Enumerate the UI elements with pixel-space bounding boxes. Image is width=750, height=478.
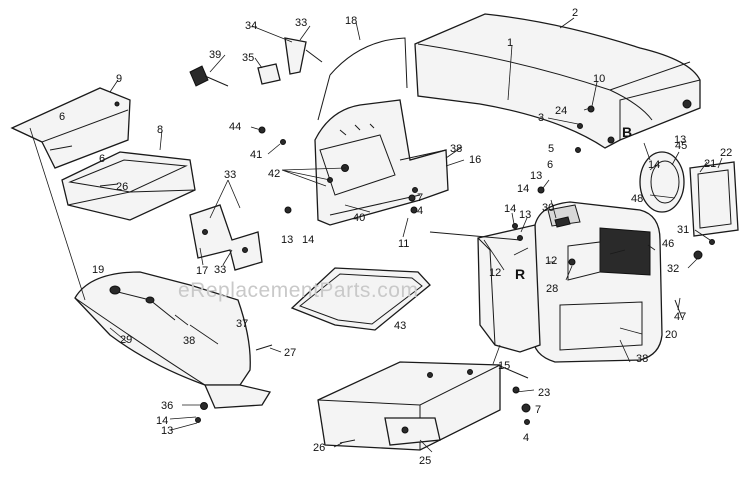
fender-part [74, 271, 272, 409]
callout-36: 36 [161, 400, 173, 412]
callout-13b: 13 [530, 170, 542, 182]
callout-14e: 14 [156, 415, 168, 427]
callout-11: 11 [398, 238, 409, 250]
callout-4b: 4 [523, 432, 529, 444]
top-cover-panel-part [10, 87, 131, 169]
callout-47: 47 [674, 311, 686, 323]
callout-8: 8 [157, 124, 163, 136]
callout-42: 42 [268, 168, 280, 180]
callout-13e: 13 [161, 425, 173, 437]
reference-mark-b: B [622, 124, 632, 140]
leader-lines [29, 17, 723, 453]
grille-housing-part [532, 201, 663, 363]
callout-27: 27 [284, 347, 296, 359]
callout-26b: 26 [313, 442, 325, 454]
callout-21: 21 [704, 158, 716, 170]
callout-14a: 14 [302, 234, 314, 246]
callout-43: 43 [394, 320, 406, 332]
callout-23: 23 [538, 387, 550, 399]
callout-45: 45 [675, 140, 687, 152]
callout-6a: 6 [59, 111, 65, 123]
callout-34: 34 [245, 20, 257, 32]
callout-labels: 1 2 3 4 4 5 6 6 6 7 7 8 9 10 11 12 12 13… [59, 7, 732, 467]
callout-13c: 13 [519, 209, 531, 221]
callout-38c: 38 [636, 353, 648, 365]
frame-part [317, 361, 501, 451]
callout-39: 39 [209, 49, 221, 61]
callout-10: 10 [593, 73, 605, 85]
callout-22: 22 [720, 147, 732, 159]
callout-33c: 33 [214, 264, 226, 276]
callout-33b: 33 [224, 169, 236, 181]
callout-6b: 6 [99, 153, 105, 165]
callout-1: 1 [507, 37, 513, 49]
callout-18: 18 [345, 15, 357, 27]
callout-13a: 13 [281, 234, 293, 246]
trim-strip-part [317, 37, 408, 121]
callout-15: 15 [498, 360, 510, 372]
callout-12b: 12 [545, 255, 557, 267]
dash-panel-part [314, 99, 449, 226]
callout-38b: 38 [450, 143, 462, 155]
callout-16: 16 [469, 154, 481, 166]
callout-30: 30 [542, 202, 554, 214]
reference-mark-r: R [515, 266, 525, 282]
callout-2: 2 [572, 7, 578, 19]
callout-9: 9 [116, 73, 122, 85]
callout-20: 20 [665, 329, 677, 341]
headlight-part [639, 151, 739, 260]
callout-17: 17 [196, 265, 208, 277]
callout-31: 31 [677, 224, 689, 236]
callout-44: 44 [229, 121, 241, 133]
callout-14d: 14 [648, 159, 660, 171]
callout-32: 32 [667, 263, 679, 275]
callout-37: 37 [236, 318, 248, 330]
callout-12a: 12 [489, 267, 501, 279]
watermark-text: eReplacementParts.com [178, 279, 418, 302]
callout-35: 35 [242, 52, 254, 64]
callout-29: 29 [120, 334, 132, 346]
callout-24: 24 [555, 105, 567, 117]
callout-7b: 7 [535, 404, 541, 416]
callout-4a: 4 [417, 205, 423, 217]
callout-14c: 14 [504, 203, 516, 215]
callout-33a: 33 [295, 17, 307, 29]
floor-plate-part [290, 267, 431, 331]
callout-46: 46 [662, 238, 674, 250]
hood-part [414, 13, 701, 149]
callout-14b: 14 [517, 183, 529, 195]
callout-26a: 26 [116, 181, 128, 193]
side-panel-part [477, 224, 541, 353]
callout-25: 25 [419, 455, 431, 467]
callout-40: 40 [353, 212, 365, 224]
callout-3: 3 [538, 112, 544, 124]
tray-part [61, 151, 196, 221]
callout-19: 19 [92, 264, 104, 276]
callout-6c: 6 [547, 159, 553, 171]
callout-7a: 7 [417, 192, 423, 204]
callout-13d: 13 [674, 134, 686, 146]
callout-38a: 38 [183, 335, 195, 347]
bracket-part [189, 204, 263, 271]
callout-28: 28 [546, 283, 558, 295]
callout-5: 5 [548, 143, 554, 155]
callout-41: 41 [250, 149, 262, 161]
callout-48: 48 [631, 193, 643, 205]
